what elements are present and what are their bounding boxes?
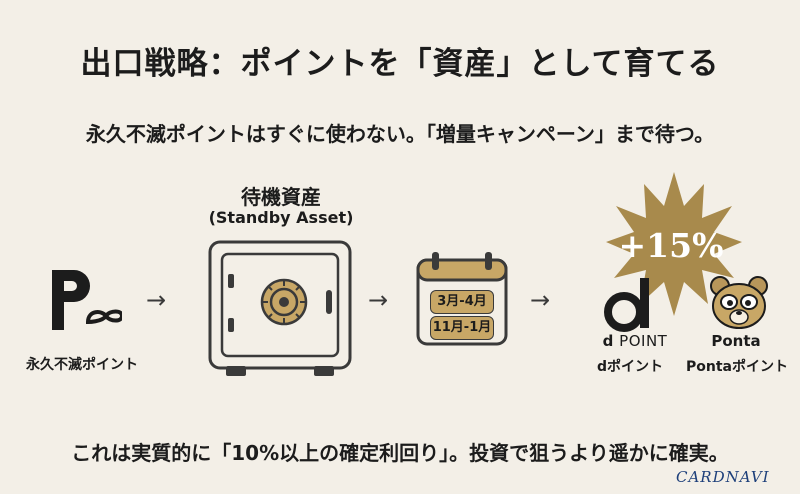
- eternal-point-icon: [44, 266, 125, 336]
- arrow-right-icon: →: [368, 286, 389, 314]
- dpoint-logo-icon: [603, 276, 666, 332]
- dpoint-wordmark: d POINT: [602, 332, 668, 350]
- arrow-right-icon: →: [146, 286, 167, 314]
- ponta-raccoon-icon: [708, 274, 770, 330]
- dpoint-label: dポイント: [596, 359, 664, 375]
- bottom-conclusion: これは実質的に「10%以上の確定利回り」。投資で狙うより遥かに確実。: [71, 441, 729, 465]
- bonus-percentage: +15%: [618, 226, 724, 265]
- calendar-icon: 3月-4月 11月-1月: [414, 250, 510, 348]
- page-subtitle: 永久不滅ポイントはすぐに使わない。「増量キャンペーン」まで待つ。: [85, 122, 715, 146]
- calendar-period-spring: 3月-4月: [430, 290, 494, 314]
- ponta-label: Pontaポイント: [686, 359, 788, 375]
- safe-icon: [204, 238, 356, 380]
- calendar-period-winter: 11月-1月: [430, 316, 494, 340]
- arrow-right-icon: →: [530, 286, 551, 314]
- standby-asset-title: 待機資産: [241, 185, 321, 209]
- ponta-wordmark: Ponta: [711, 332, 761, 350]
- cardnavi-logo: CARDNAVI: [676, 468, 770, 486]
- starburst-icon: [604, 170, 744, 320]
- standby-asset-subtitle: (Standby Asset): [208, 208, 354, 227]
- page-title: 出口戦略：ポイントを「資産」として育てる: [80, 46, 720, 82]
- eternal-point-label: 永久不滅ポイント: [26, 357, 138, 373]
